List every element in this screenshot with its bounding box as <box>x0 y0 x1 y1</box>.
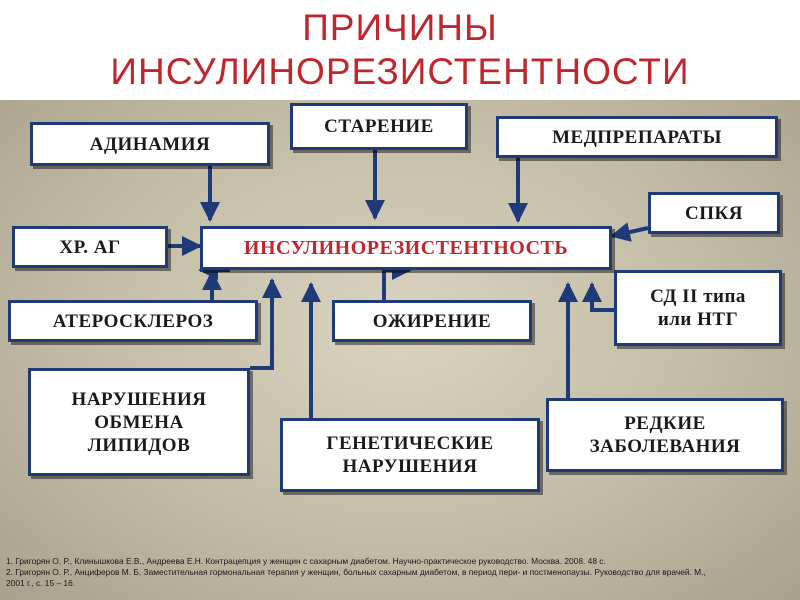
cause-ateroskleroz: АТЕРОСКЛЕРОЗ <box>8 300 258 342</box>
cause-adinamia-label: АДИНАМИЯ <box>89 133 211 155</box>
cause-spkya-label: СПКЯ <box>685 202 743 224</box>
cause-medpreparaty-label: МЕДПРЕПАРАТЫ <box>552 126 722 148</box>
cause-adinamia: АДИНАМИЯ <box>30 122 270 166</box>
cause-spkya: СПКЯ <box>648 192 780 234</box>
cause-genetic-line-1: ГЕНЕТИЧЕСКИЕ <box>326 433 494 454</box>
cause-rare-line-2: ЗАБОЛЕВАНИЯ <box>589 436 741 457</box>
cause-lipid-line-3: ЛИПИДОВ <box>87 434 191 456</box>
cause-starenie-label: СТАРЕНИЕ <box>324 116 434 137</box>
slide-title: ПРИЧИНЫ ИНСУЛИНОРЕЗИСТЕНТНОСТИ <box>0 0 800 100</box>
cause-ozhirenie-label: ОЖИРЕНИЕ <box>372 310 492 332</box>
cause-rare-line-1: РЕДКИЕ <box>624 413 706 434</box>
cause-lipid-line-1: НАРУШЕНИЯ <box>71 388 207 410</box>
cause-sd2-line-1: СД II типа <box>650 286 746 307</box>
cause-hr-ag: ХР. АГ <box>12 226 168 268</box>
cause-genetic-line-2: НАРУШЕНИЯ <box>342 456 478 477</box>
cause-starenie: СТАРЕНИЕ <box>290 103 468 150</box>
diagram-background <box>0 100 800 600</box>
reference-2: 2. Григорян О. Р., Анциферов М. Б. Замес… <box>6 567 706 577</box>
title-line-1: ПРИЧИНЫ <box>302 7 498 48</box>
title-line-2: ИНСУЛИНОРЕЗИСТЕНТНОСТИ <box>110 51 690 92</box>
cause-hr-ag-label: ХР. АГ <box>59 236 121 258</box>
cause-genetic: ГЕНЕТИЧЕСКИЕ НАРУШЕНИЯ <box>280 418 540 492</box>
center-node: ИНСУЛИНОРЕЗИСТЕНТНОСТЬ <box>200 226 612 270</box>
cause-lipid-line-2: ОБМЕНА <box>94 411 184 433</box>
cause-ozhirenie: ОЖИРЕНИЕ <box>332 300 532 342</box>
references: 1. Григорян О. Р., Клинышкова Е.В., Андр… <box>6 556 796 589</box>
reference-1: 1. Григорян О. Р., Клинышкова Е.В., Андр… <box>6 556 606 566</box>
cause-lipid-metabolism: НАРУШЕНИЯ ОБМЕНА ЛИПИДОВ <box>28 368 250 476</box>
cause-rare-diseases: РЕДКИЕ ЗАБОЛЕВАНИЯ <box>546 398 784 472</box>
reference-2-continued: 2001 г., с. 15 – 16. <box>6 578 76 588</box>
cause-sd2: СД II типа или НТГ <box>614 270 782 346</box>
cause-ateroskleroz-label: АТЕРОСКЛЕРОЗ <box>52 310 214 332</box>
center-node-label: ИНСУЛИНОРЕЗИСТЕНТНОСТЬ <box>243 236 569 259</box>
cause-sd2-line-2: или НТГ <box>657 309 739 330</box>
cause-medpreparaty: МЕДПРЕПАРАТЫ <box>496 116 778 158</box>
